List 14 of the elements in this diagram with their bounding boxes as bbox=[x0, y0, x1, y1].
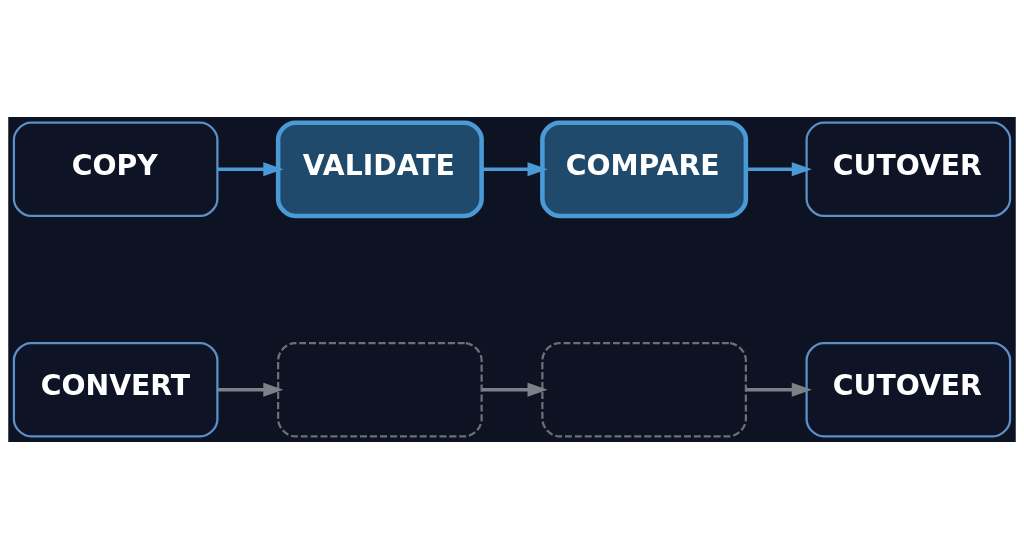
node-box bbox=[277, 341, 483, 438]
arrow bbox=[482, 162, 548, 177]
arrow bbox=[217, 162, 284, 177]
arrow bbox=[217, 382, 284, 397]
node-box bbox=[541, 341, 747, 438]
node-box: CONVERT bbox=[12, 341, 219, 438]
node-box: CUTOVER bbox=[805, 121, 1012, 218]
arrow bbox=[482, 382, 548, 397]
node-box: VALIDATE bbox=[275, 120, 484, 219]
arrow bbox=[746, 162, 812, 177]
arrow bbox=[746, 382, 812, 397]
node-box: COPY bbox=[12, 121, 219, 218]
node-box: COMPARE bbox=[540, 120, 749, 219]
node-box: CUTOVER bbox=[805, 341, 1012, 438]
